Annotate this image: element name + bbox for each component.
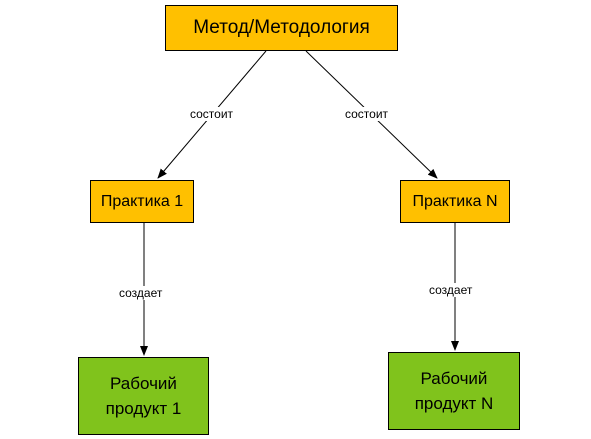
node-method: Метод/Методология <box>165 5 398 51</box>
edge-label-consists-right: состоит <box>345 107 389 121</box>
node-method-label: Метод/Методология <box>193 17 370 38</box>
edge-label-consists-left: состоит <box>190 107 234 121</box>
node-practice-1: Практика 1 <box>90 180 194 223</box>
edge-label-creates-right: создает <box>429 283 473 297</box>
node-practice-1-label: Практика 1 <box>100 192 184 210</box>
node-practice-n: Практика N <box>400 180 510 223</box>
node-work-product-n-label: Рабочий продукт N <box>414 368 494 414</box>
node-practice-n-label: Практика N <box>412 192 498 210</box>
node-work-product-1: Рабочий продукт 1 <box>78 357 209 435</box>
node-work-product-n: Рабочий продукт N <box>388 352 520 430</box>
edge-label-creates-left: создает <box>119 286 163 300</box>
node-work-product-1-label: Рабочий продукт 1 <box>105 373 182 419</box>
